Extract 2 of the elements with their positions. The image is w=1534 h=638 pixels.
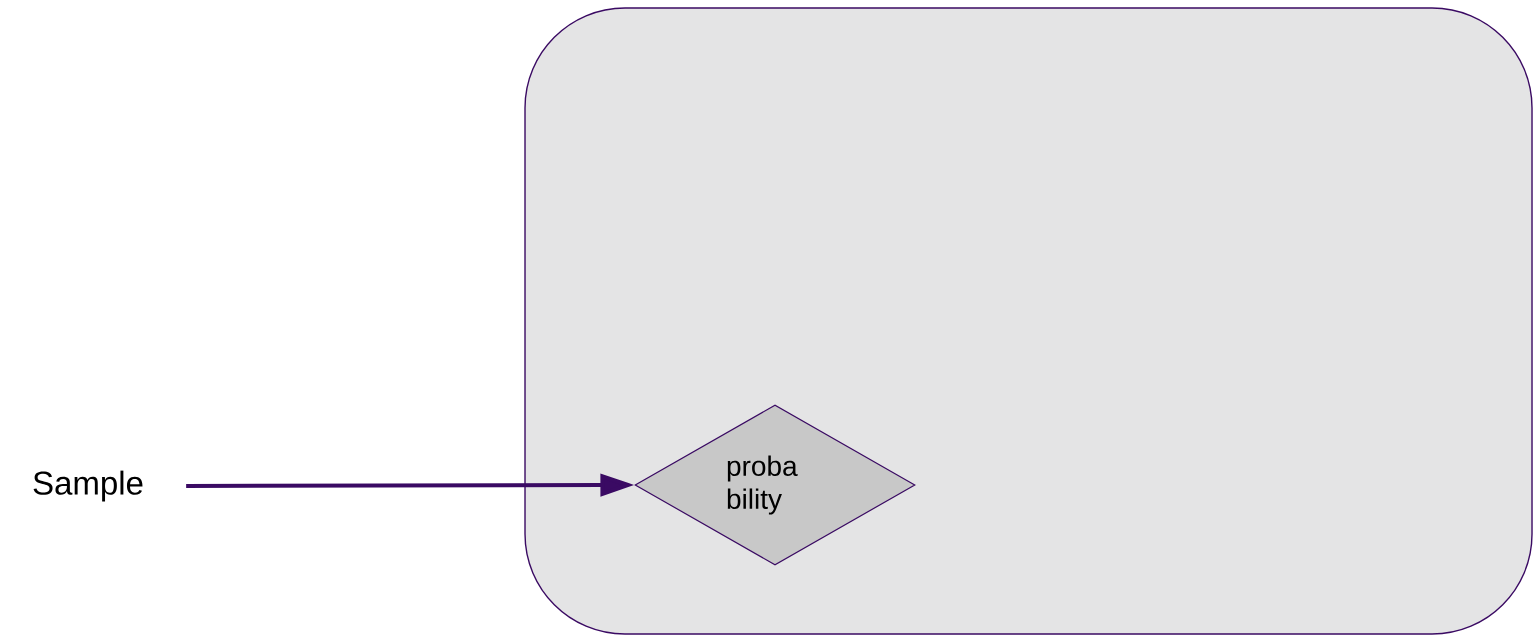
container-box (524, 7, 1533, 635)
node-label: Sample (33, 470, 143, 502)
